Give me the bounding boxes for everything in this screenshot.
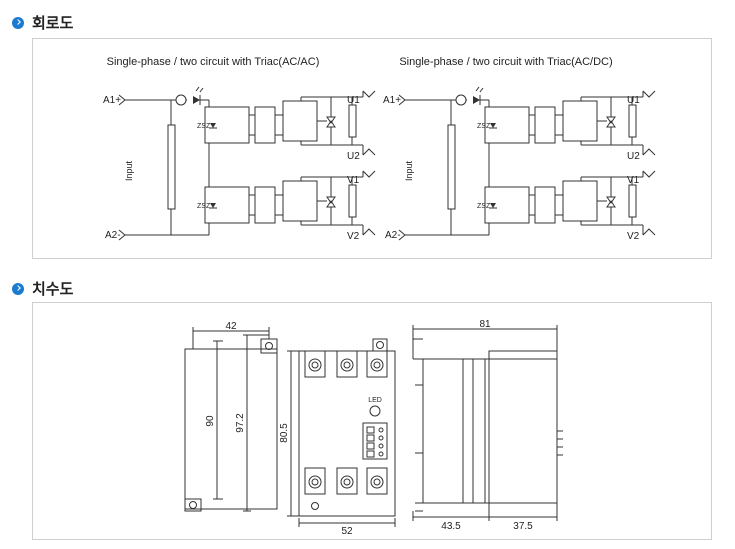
dim-length-37-5: 37.5 <box>513 521 533 532</box>
circuit-left-u2: U2 <box>347 151 360 162</box>
side-view <box>184 327 278 512</box>
circuit-left-a1: A1+ <box>103 95 121 106</box>
dim-width-52: 52 <box>341 526 353 537</box>
circuit-diagram-panel: Single-phase / two circuit with Triac(AC… <box>32 38 712 259</box>
circuit-left-zsz1: ZSZ <box>197 123 211 130</box>
circuit-right-a2: A2- <box>385 230 401 241</box>
circuit-left-input-label: Input <box>124 160 134 181</box>
dim-height-97-2: 97.2 <box>235 413 246 433</box>
circuit-left-zsz2: ZSZ <box>197 203 211 210</box>
dimension-section-title: 치수도 <box>12 278 73 299</box>
dim-height-90: 90 <box>205 415 216 427</box>
circuit-right-u2: U2 <box>627 151 640 162</box>
chevron-right-icon <box>12 16 24 29</box>
circuit-right-a1: A1+ <box>383 95 401 106</box>
dimension-diagram: 42 90 97.2 80.5 52 LED 81 43.5 37.5 <box>184 319 563 537</box>
circuit-right-input-label: Input <box>404 160 414 181</box>
circuit-diagram: Single-phase / two circuit with Triac(AC… <box>103 56 656 242</box>
front-view <box>287 338 396 527</box>
length-view <box>412 325 563 521</box>
circuit-left-a2: A2- <box>105 230 121 241</box>
dimension-section-label: 치수도 <box>32 280 74 298</box>
circuit-left-v2: V2 <box>347 231 360 242</box>
circuit-section-label: 회로도 <box>32 14 74 32</box>
circuit-right-u1: U1 <box>627 95 640 106</box>
circuit-right-zsz2: ZSZ <box>477 203 491 210</box>
chevron-right-icon <box>12 282 24 295</box>
circuit-section-title: 회로도 <box>12 12 73 33</box>
circuit-left-u1: U1 <box>347 95 360 106</box>
dim-height-80-5: 80.5 <box>279 423 290 443</box>
dim-length-81: 81 <box>479 319 491 330</box>
dim-length-43-5: 43.5 <box>441 521 461 532</box>
circuit-right-v2: V2 <box>627 231 640 242</box>
circuit-left-v1: V1 <box>347 175 360 186</box>
dimension-diagram-panel: 42 90 97.2 80.5 52 LED 81 43.5 37.5 <box>32 302 712 540</box>
circuit-right-caption: Single-phase / two circuit with Triac(AC… <box>399 56 612 68</box>
led-label: LED <box>368 397 382 404</box>
circuit-right-v1: V1 <box>627 175 640 186</box>
circuit-ac-dc: Single-phase / two circuit with Triac(AC… <box>383 56 656 242</box>
circuit-left-caption: Single-phase / two circuit with Triac(AC… <box>107 56 320 68</box>
dim-width-42: 42 <box>225 321 237 332</box>
circuit-right-zsz1: ZSZ <box>477 123 491 130</box>
circuit-ac-ac: Single-phase / two circuit with Triac(AC… <box>103 56 376 242</box>
